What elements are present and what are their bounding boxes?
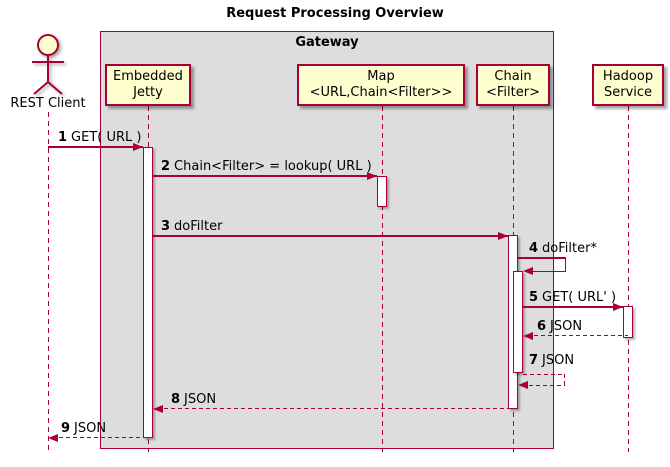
message-9-line (52, 437, 143, 439)
participant-label: Embedded (113, 69, 183, 84)
activation-map (377, 176, 387, 207)
participant-label: Chain (494, 69, 532, 84)
message-7-line (522, 384, 565, 386)
participant-chain: Chain <Filter> (476, 64, 550, 106)
activation-hadoop-service (623, 306, 633, 338)
message-2-line (153, 175, 377, 177)
participant-map: Map <URL,Chain<Filter>> (297, 64, 465, 106)
activation-chain-nested (513, 271, 523, 373)
diagram-title: Request Processing Overview (226, 6, 444, 21)
participant-label: Service (603, 85, 653, 100)
message-3-line (153, 235, 508, 237)
participant-label: Jetty (133, 85, 163, 100)
message-8-line (157, 408, 508, 410)
lifeline-hadoop-service (627, 106, 629, 452)
message-6-line (527, 335, 628, 337)
arrowhead-right-icon (367, 171, 377, 180)
participant-label: Map (367, 69, 395, 84)
participant-label: <URL,Chain<Filter>> (309, 85, 453, 100)
participant-embedded-jetty: Embedded Jetty (105, 64, 191, 106)
message-7-line (564, 374, 566, 385)
arrowhead-left-icon (523, 331, 533, 340)
message-7-line (523, 374, 565, 376)
arrowhead-right-icon (613, 302, 623, 311)
message-1-line (48, 146, 143, 148)
participant-label: Hadoop (602, 69, 654, 84)
activation-embedded-jetty (143, 147, 153, 438)
arrowhead-left-icon (153, 404, 163, 413)
lifeline-rest-client (47, 112, 49, 452)
message-4-line (527, 270, 566, 272)
participant-label: <Filter> (486, 85, 540, 100)
actor-label: REST Client (10, 96, 86, 111)
gateway-frame-label: Gateway (295, 35, 359, 50)
arrowhead-left-icon (523, 266, 533, 275)
message-4-line (518, 257, 566, 259)
message-4-line (564, 257, 566, 272)
lifeline-map (381, 106, 383, 452)
participant-hadoop-service: Hadoop Service (592, 64, 664, 106)
arrowhead-right-icon (133, 142, 143, 151)
arrowhead-right-icon (498, 231, 508, 240)
actor-icon (32, 34, 64, 95)
arrowhead-left-icon (518, 380, 528, 389)
arrowhead-left-icon (48, 433, 58, 442)
message-5-line (523, 306, 623, 308)
